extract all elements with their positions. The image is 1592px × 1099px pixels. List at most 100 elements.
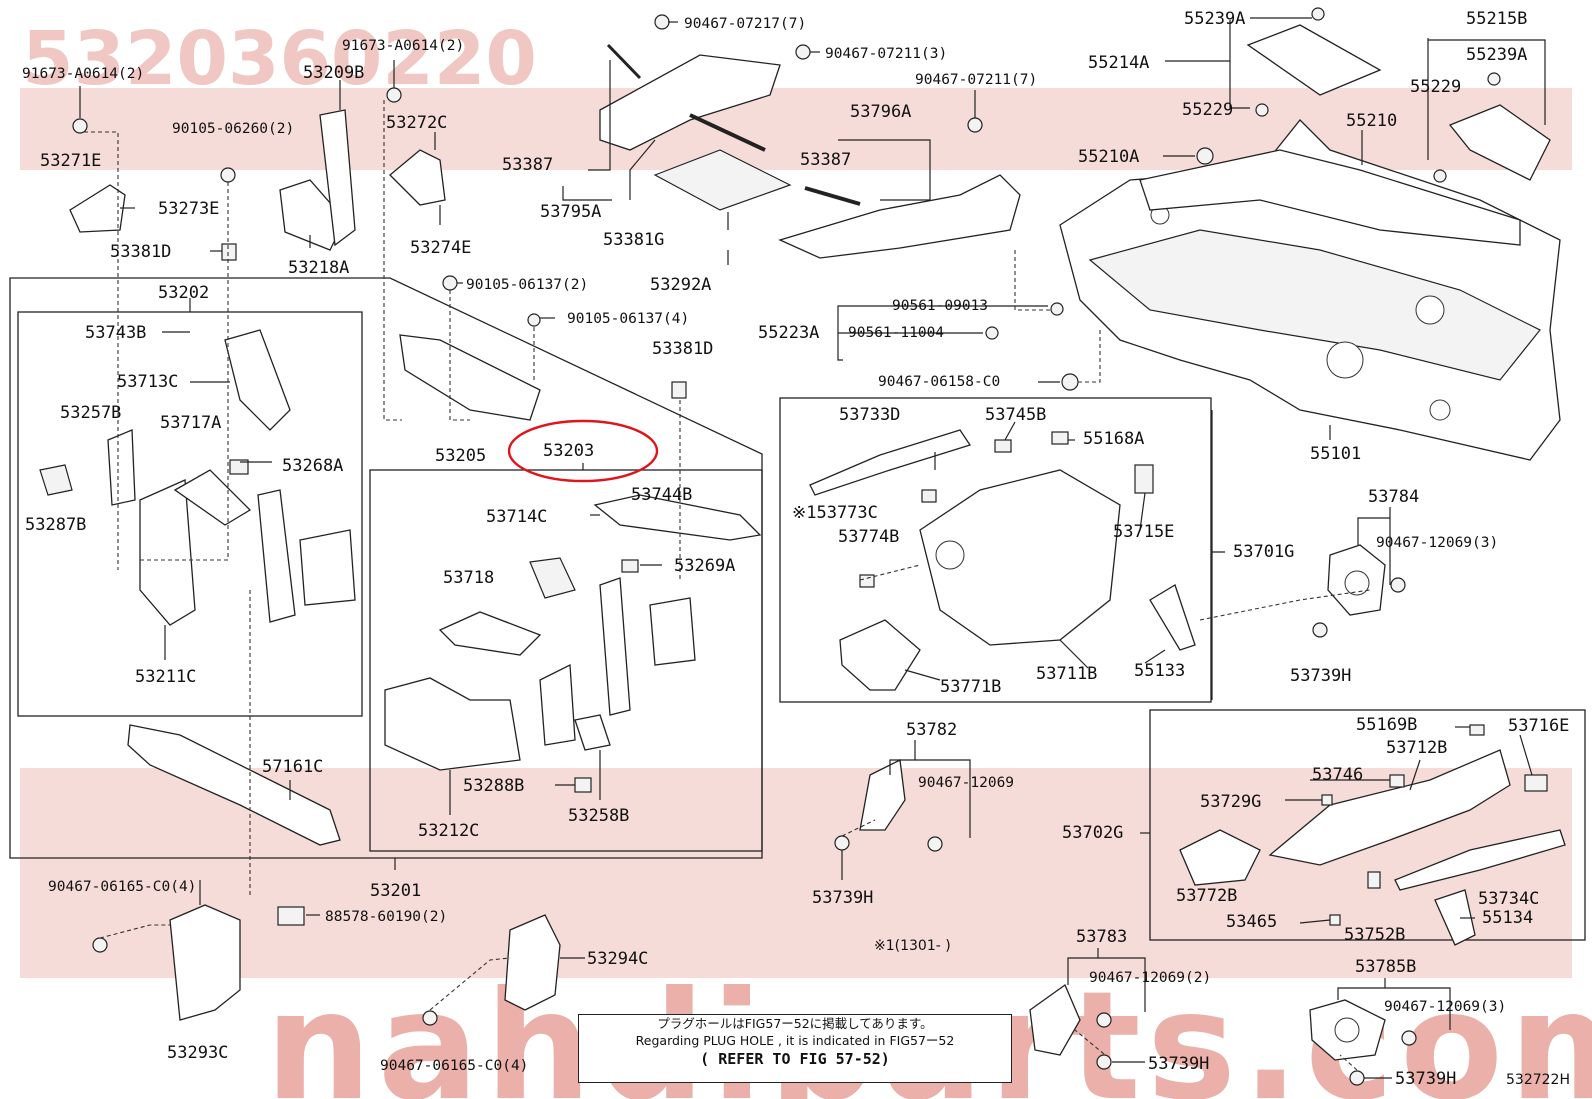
part-53774b[interactable] — [859, 574, 875, 588]
part-53381g-panel[interactable] — [653, 149, 792, 211]
part-53287b[interactable] — [39, 464, 73, 496]
clip-90467-12069[interactable] — [927, 836, 943, 852]
bolt-90105-06137-4[interactable] — [527, 313, 541, 327]
part-53772b[interactable] — [1179, 829, 1261, 886]
clip-55210a[interactable] — [1196, 147, 1214, 165]
clip-90467-07217[interactable] — [654, 14, 670, 30]
part-53272c[interactable] — [389, 149, 446, 206]
part-53387-right-strip[interactable] — [804, 186, 861, 206]
part-53712b[interactable] — [1268, 749, 1511, 866]
clip-55229-left[interactable] — [1255, 103, 1269, 117]
part-53717a[interactable] — [173, 469, 252, 526]
clip-90467-06158[interactable] — [1061, 373, 1079, 391]
part-53771b[interactable] — [839, 619, 921, 691]
part-53782[interactable] — [859, 759, 906, 831]
part-53203-bracket[interactable] — [649, 597, 696, 666]
label-53782: 53782 — [906, 720, 957, 740]
label-53387-right: 53387 — [800, 150, 851, 170]
plug-53381d-left[interactable] — [221, 243, 237, 261]
part-53203-wheelhouse[interactable] — [529, 557, 576, 599]
label-88578-60190: 88578-60190(2) — [325, 909, 447, 925]
bolt-90105-06137-2[interactable] — [442, 275, 458, 291]
label-53274e: 53274E — [410, 238, 471, 258]
part-53729g[interactable] — [1321, 794, 1333, 806]
label-53733d: 53733D — [839, 405, 900, 425]
part-55210-insulator[interactable] — [1139, 149, 1521, 246]
nut-90561-11004[interactable] — [985, 326, 999, 340]
part-53257b[interactable] — [107, 429, 136, 506]
label-53739h-c: 53739H — [1148, 1054, 1209, 1074]
part-53752b[interactable] — [1367, 871, 1381, 889]
part-53718[interactable] — [438, 611, 542, 656]
part-53269a[interactable] — [621, 559, 639, 573]
part-53733d[interactable] — [809, 429, 972, 496]
part-53465[interactable] — [1329, 914, 1341, 926]
part-55133[interactable] — [1149, 584, 1196, 651]
clip-90467-07211-3[interactable] — [795, 44, 811, 60]
part-53211c[interactable] — [139, 479, 196, 626]
part-53387-left-strip[interactable] — [689, 113, 766, 152]
bolt-90105-06260[interactable] — [220, 167, 236, 183]
part-53745b[interactable] — [994, 439, 1012, 453]
clip-53739h-c[interactable] — [1096, 1054, 1112, 1070]
part-53713c[interactable] — [224, 329, 291, 431]
part-53203-reinf[interactable] — [539, 663, 576, 746]
label-53712b: 53712B — [1386, 738, 1447, 758]
bolt-91673-a0614-left[interactable] — [72, 118, 88, 134]
clip-53739h-a[interactable] — [1312, 622, 1328, 638]
part-53294c[interactable] — [504, 914, 561, 1011]
label-90561-09013: 90561-09013 — [892, 298, 988, 314]
clip-90467-07211-7[interactable] — [967, 117, 983, 133]
part-53387-left-tip[interactable] — [606, 43, 642, 80]
part-53288b[interactable] — [574, 777, 592, 793]
dash-hole-2 — [1326, 341, 1364, 379]
part-53268a[interactable] — [229, 459, 249, 475]
label-53715e: 53715E — [1113, 522, 1174, 542]
nut-90561-09013[interactable] — [1050, 302, 1064, 316]
clip-53739h-b[interactable] — [834, 835, 850, 851]
part-53258b[interactable] — [574, 714, 611, 751]
part-cowl-53796a[interactable] — [778, 174, 1021, 259]
part-55214a[interactable] — [1246, 24, 1382, 96]
part-53734c[interactable] — [1394, 829, 1566, 891]
part-53714c[interactable] — [593, 494, 762, 541]
part-53773c[interactable] — [921, 489, 937, 503]
clip-90467-12069-2[interactable] — [1096, 1012, 1112, 1028]
label-55134: 55134 — [1482, 908, 1533, 928]
label-53203: 53203 — [543, 441, 594, 461]
label-53257b: 53257B — [60, 403, 121, 423]
bolt-91673-a0614-mid[interactable] — [386, 87, 402, 103]
leader — [1004, 421, 1016, 441]
part-cowl-53795a[interactable] — [599, 54, 781, 151]
part-53271e[interactable] — [69, 184, 126, 233]
clip-53739h-d[interactable] — [1349, 1070, 1365, 1086]
part-53209b[interactable] — [319, 109, 356, 247]
part-53715e[interactable] — [1134, 464, 1154, 494]
part-53716e[interactable] — [1524, 774, 1548, 792]
clip-90467-12069-3a[interactable] — [1390, 577, 1406, 593]
clip-55229-right[interactable] — [1433, 169, 1447, 183]
plug-53381d-right[interactable] — [671, 381, 687, 399]
label-55239a-top: 55239A — [1184, 9, 1245, 29]
clip-55239a-right[interactable] — [1487, 72, 1501, 86]
clip-90467-06165-mid[interactable] — [422, 1010, 438, 1026]
part-88578-60190[interactable] — [277, 906, 305, 926]
part-53205[interactable] — [399, 334, 541, 421]
clip-90467-12069-3b[interactable] — [1401, 1030, 1417, 1046]
part-55169b[interactable] — [1469, 724, 1485, 736]
part-55134[interactable] — [1434, 889, 1476, 946]
clip-90467-06165-left[interactable] — [92, 937, 108, 953]
part-55168a[interactable] — [1051, 431, 1069, 445]
part-53211c-reinf[interactable] — [299, 529, 356, 606]
part-53711b[interactable] — [919, 469, 1121, 646]
part-55215b[interactable] — [1448, 104, 1551, 181]
label-90467-12069-3a: 90467-12069(3) — [1376, 535, 1498, 551]
part-53746[interactable] — [1389, 774, 1405, 788]
part-53783[interactable] — [1029, 984, 1081, 1056]
clip-55239a-top[interactable] — [1311, 7, 1325, 21]
part-53212c[interactable] — [384, 677, 521, 771]
part-57161c[interactable] — [127, 724, 341, 846]
part-53211c-pillar[interactable] — [257, 489, 296, 623]
part-53293c[interactable] — [169, 904, 241, 1021]
part-53203-pillar[interactable] — [599, 577, 631, 716]
